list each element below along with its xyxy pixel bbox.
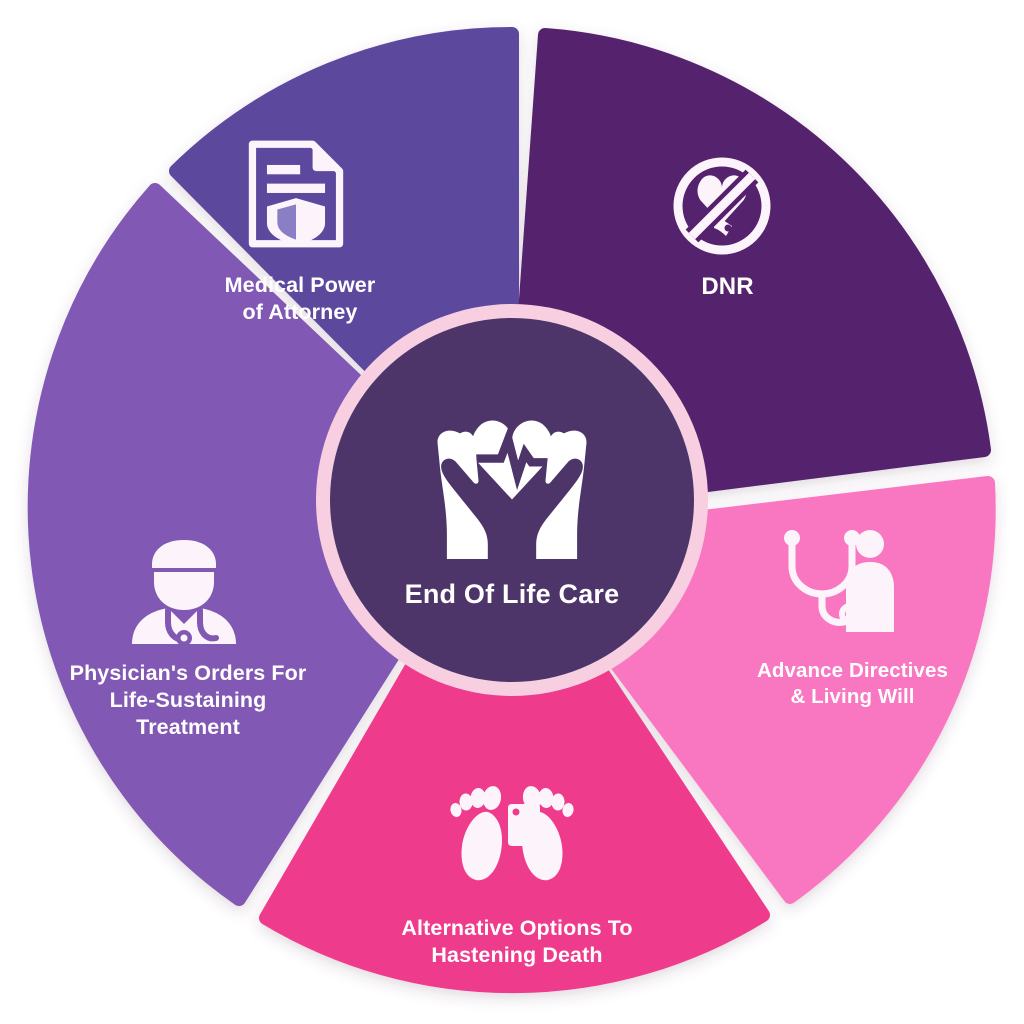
hands-holding-heart-icon [437,420,587,559]
center-title: End Of Life Care [404,578,620,609]
center-hub[interactable]: End Of Life Care [330,318,694,682]
